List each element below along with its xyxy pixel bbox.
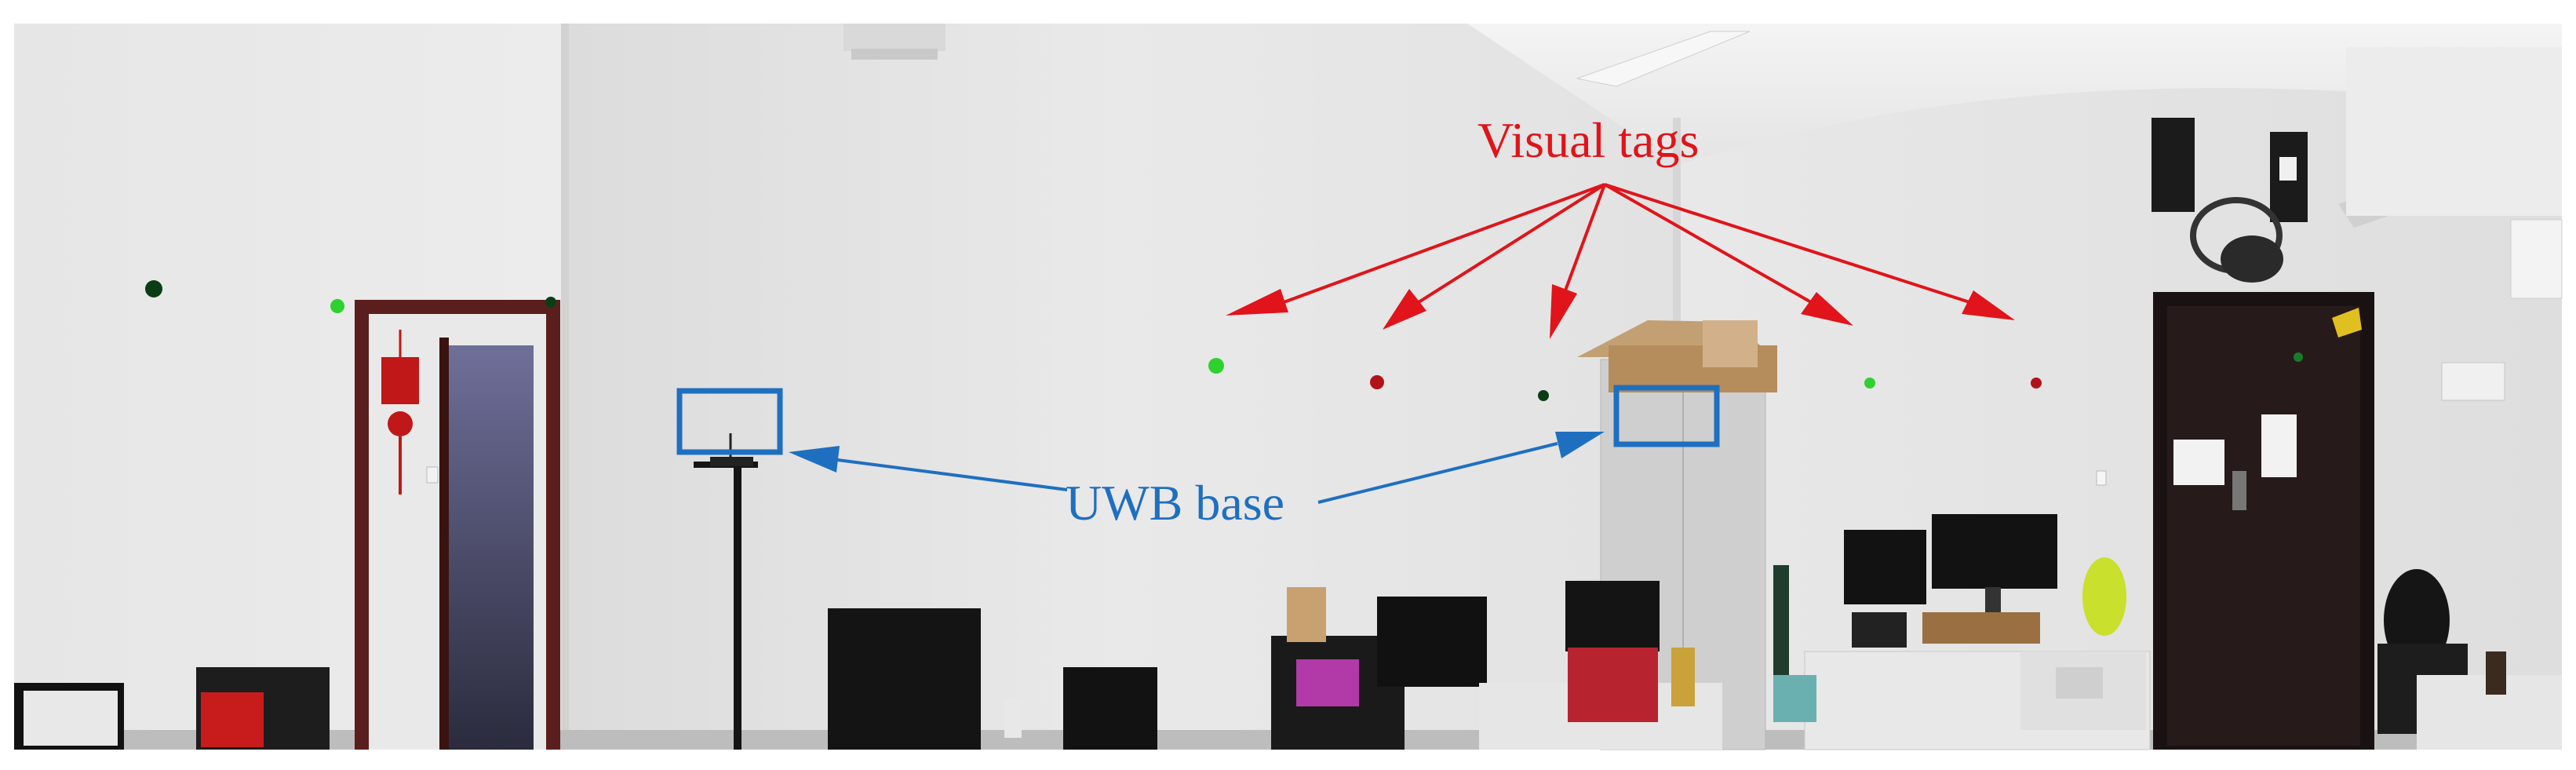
red-ornament — [381, 330, 419, 494]
uwb-stand-left — [694, 433, 758, 750]
visual-tags-label: Visual tags — [1477, 112, 1699, 168]
uwb-base-box-left — [676, 388, 783, 455]
uwb-base-label: UWB base — [1066, 475, 1284, 531]
visual-tag-dot — [1208, 358, 1224, 374]
visual-tag-dot — [545, 297, 556, 308]
right-door — [2153, 292, 2374, 750]
filing-cabinet — [1577, 320, 1777, 750]
visual-tag-dot — [330, 299, 344, 313]
left-foreground — [14, 667, 330, 750]
uwb-base-box-right — [1613, 385, 1720, 447]
visual-tag-dot — [1538, 390, 1549, 401]
center-desks — [828, 581, 1722, 750]
visual-tags — [145, 280, 2303, 401]
visual-tag-dot — [2294, 352, 2303, 362]
uwb-base-annotation — [676, 385, 1720, 504]
visual-tag-dot — [2031, 378, 2042, 389]
left-doorway — [355, 300, 560, 750]
visual-tag-dot — [1370, 375, 1384, 389]
speakers — [2152, 118, 2308, 283]
ceiling-fixtures — [843, 24, 2562, 228]
visual-tag-dot — [145, 280, 162, 297]
visual-tags-annotation — [1226, 183, 2015, 339]
wall-fixtures-right — [2096, 219, 2563, 486]
far-right-items — [2377, 569, 2562, 750]
right-desk — [1773, 514, 2151, 750]
visual-tag-dot — [1864, 378, 1875, 389]
